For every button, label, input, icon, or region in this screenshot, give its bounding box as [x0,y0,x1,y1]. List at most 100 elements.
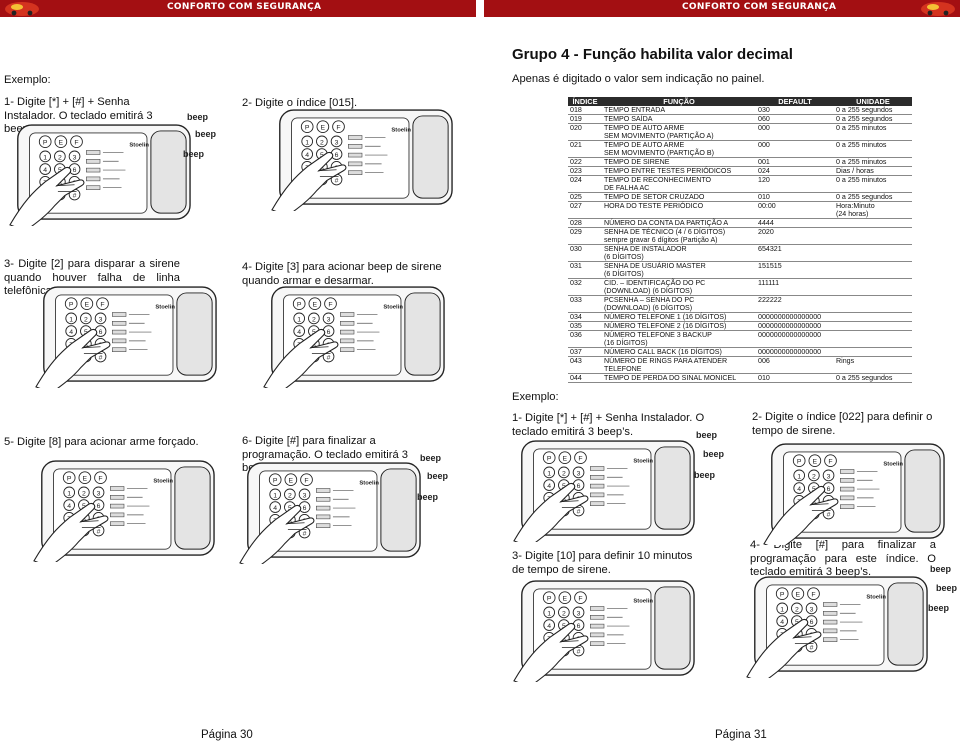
left-step-6: 6- Digite [#] para finalizar a programaç… [242,435,409,474]
cell-function: TEMPO DE PERDA DO SINAL MONICEL [602,373,756,383]
cell-index: 027 [568,201,602,219]
cell-unit [834,347,912,357]
cell-index: 018 [568,106,602,115]
cell-index-text: 029 [570,228,582,236]
cell-function: NÚMERO CALL BACK (16 DÍGITOS) [602,347,756,357]
cell-function: NÚMERO TELEFONE 3 BACKUP(16 DÍGITOS) [602,330,756,348]
cell-function-text: TEMPO DE AUTO ARME [604,141,685,149]
cell-default-text: 006 [758,357,770,365]
cell-index: 033 [568,295,602,313]
cell-default: 111111 [756,278,834,296]
cell-default: 0000000000000000 [756,312,834,322]
col-header-index: ÍNDICE [568,97,602,106]
col-header-unit: UNIDADE [834,97,912,106]
cell-default-text: 030 [758,106,770,114]
cell-function: CID. – IDENTIFICAÇÃO DO PC(DOWNLOAD) (6 … [602,278,756,296]
cell-function: TEMPO SAÍDA [602,114,756,124]
cell-function: NÚMERO DA CONTA DA PARTIÇÃO A [602,218,756,228]
cell-index-text: 030 [570,245,582,253]
page-number-left: Página 30 [201,729,253,741]
keypad-illustration-4 [263,286,445,388]
cell-index: 030 [568,244,602,262]
left-step-5: 5- Digite [8] para acionar arme forçado. [4,436,199,448]
cell-index: 024 [568,175,602,193]
cell-unit [834,321,912,331]
group-subtitle: Apenas é digitado o valor sem indicação … [512,73,765,85]
cell-function: TEMPO DE SIRENE [602,157,756,167]
cell-default: 001 [756,157,834,167]
cell-function-text: CID. – IDENTIFICAÇÃO DO PC [604,279,706,287]
cell-unit: Dias / horas [834,166,912,176]
cell-function-text: NÚMERO TELEFONE 3 BACKUP [604,331,712,339]
cell-function-text: TEMPO DE SETOR CRUZADO [604,193,705,201]
cell-function: SENHA DE USUÁRIO MASTER(6 DÍGITOS) [602,261,756,279]
cell-default-text: 060 [758,115,770,123]
cell-unit [834,244,912,262]
keypad-illustration-9 [513,580,695,682]
right-step-2: 2- Digite o índice [022] para definir o … [752,411,933,437]
cell-default: 024 [756,166,834,176]
cell-unit-text: 0 a 255 segundos [836,193,893,201]
cell-index: 031 [568,261,602,279]
left-step-2: 2- Digite o índice [015]. [242,97,358,109]
beep-label: beep [417,492,439,502]
left-step-3: 3- Digite [2] para disparar a sirene qua… [4,258,180,297]
left-header-bar: CONFORTO COM SEGURANÇA [0,0,476,17]
cell-default: 00:00 [756,201,834,219]
cell-unit [834,295,912,313]
cell-unit [834,330,912,348]
cell-default-text: 151515 [758,262,782,270]
beep-label: beep [936,583,958,593]
cell-default: 2020 [756,227,834,245]
cell-default-text: 010 [758,374,770,382]
cell-default: 060 [756,114,834,124]
cell-index: 028 [568,218,602,228]
col-header-function: FUNÇÃO [602,97,756,106]
cell-default-text: 654321 [758,245,782,253]
cell-default: 0000000000000000 [756,347,834,357]
cell-unit-text: 0 a 255 minutos [836,141,887,149]
cell-function-text: TEMPO ENTRADA [604,106,666,114]
cell-unit-text: 0 a 255 minutos [836,158,887,166]
left-example-label: Exemplo: [4,74,51,86]
beep-label: beep [427,471,449,481]
cell-index: 020 [568,123,602,141]
right-header-bar: CONFORTO COM SEGURANÇA [484,0,960,17]
beep-label: beep [928,603,950,613]
cell-function-text-line2: (DOWNLOAD) (6 DÍGITOS) [604,287,693,295]
cell-index: 036 [568,330,602,348]
cell-unit: Rings [834,356,912,374]
cell-index-text: 025 [570,193,582,201]
cell-function-text: NÚMERO CALL BACK (16 DÍGITOS) [604,348,722,356]
cell-index-text: 022 [570,158,582,166]
left-logo [3,0,41,17]
cell-function: HORA DO TESTE PERIÓDICO [602,201,756,219]
cell-index-text: 023 [570,167,582,175]
cell-default-text: 010 [758,193,770,201]
keypad-illustration-3 [35,286,217,388]
cell-default: 222222 [756,295,834,313]
cell-index-text: 033 [570,296,582,304]
cell-function-text: NÚMERO DA CONTA DA PARTIÇÃO A [604,219,729,227]
cell-index-text: 044 [570,374,582,382]
cell-unit [834,278,912,296]
beep-label: beep [183,149,205,159]
cell-unit [834,218,912,228]
cell-default: 0000000000000000 [756,321,834,331]
cell-default: 151515 [756,261,834,279]
cell-function-text-line2: SEM MOVIMENTO (PARTIÇÃO B) [604,149,714,157]
cell-function-text-line2: SEM MOVIMENTO (PARTIÇÃO A) [604,132,714,140]
